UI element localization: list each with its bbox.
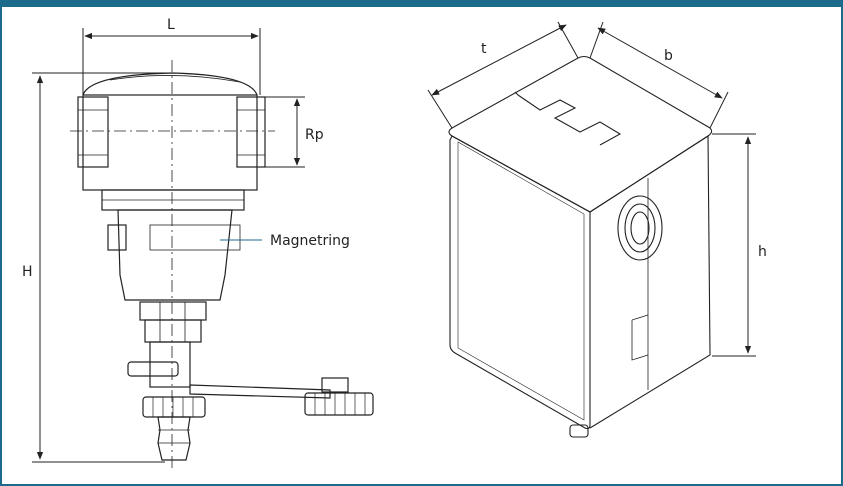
dimension-h [712, 133, 756, 357]
insulation-box-drawing [448, 55, 713, 438]
label-magnetring: Magnetring [270, 233, 350, 249]
dimension-t [427, 21, 579, 129]
label-h: h [758, 244, 767, 260]
dimension-L [82, 28, 261, 95]
dimension-b [589, 21, 729, 129]
label-L: L [167, 17, 175, 33]
dimension-Rp [265, 96, 305, 168]
label-b: b [664, 48, 673, 64]
label-t: t [481, 41, 487, 57]
label-H: H [22, 264, 33, 280]
dimension-H [32, 72, 172, 463]
filter-drawing [70, 60, 374, 470]
label-Rp: Rp [305, 127, 324, 143]
header-bar [0, 0, 843, 7]
